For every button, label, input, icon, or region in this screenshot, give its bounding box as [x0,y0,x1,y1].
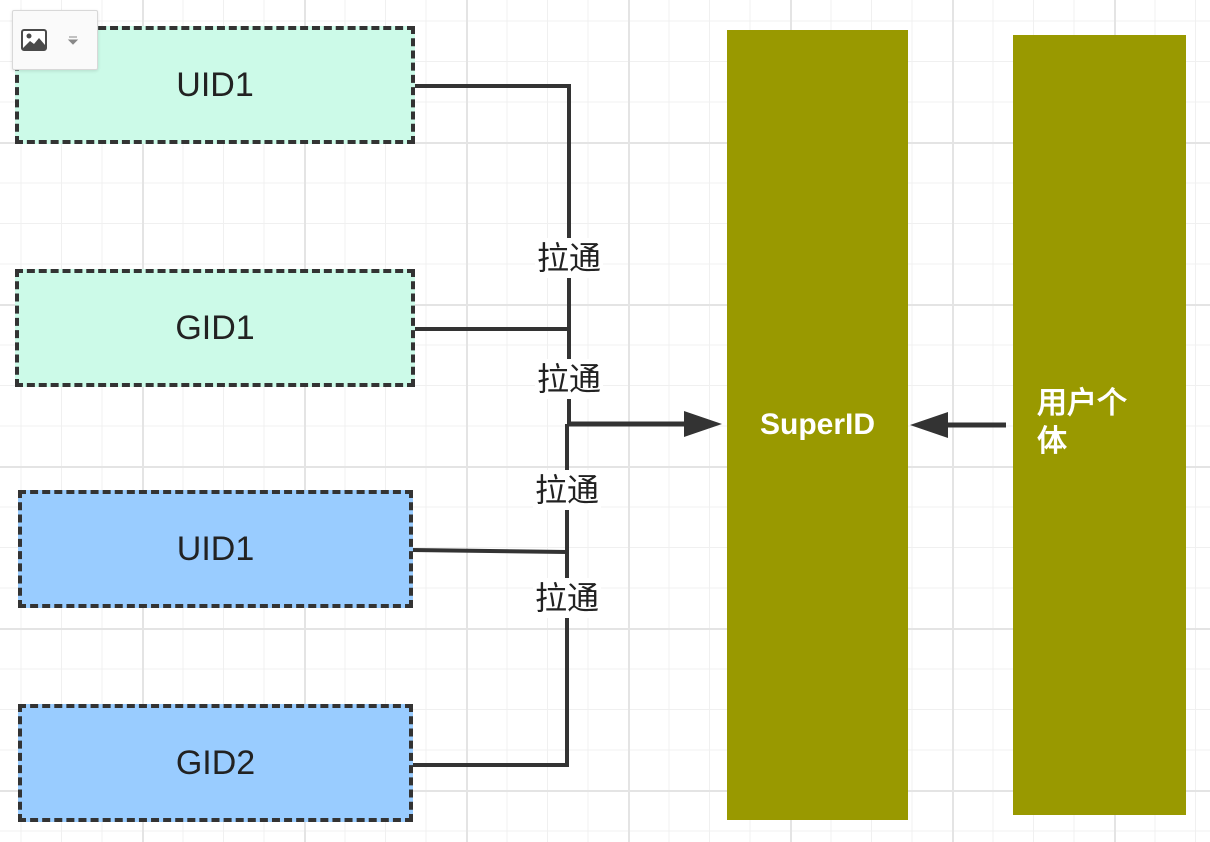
edge-label-4: 拉通 [533,578,602,618]
edge-label-3: 拉通 [533,470,602,510]
node-label: UID1 [176,65,254,104]
image-toolbar-widget[interactable] [12,10,98,70]
connector-uid1-top [414,84,571,424]
connector-gid2 [412,424,569,767]
node-label: GID1 [175,308,255,347]
user-label: 用户个体 [1037,387,1127,458]
superid-block[interactable]: SuperID [727,30,908,820]
chevron-down-icon[interactable] [66,35,80,45]
arrowhead-to-superid [684,411,722,437]
node-uid1-top[interactable]: UID1 [15,26,415,144]
edge-label-2: 拉通 [535,359,604,399]
connector-uid1-bottom [411,548,568,554]
superid-label: SuperID [759,408,876,441]
node-label: UID1 [176,529,255,568]
node-gid1[interactable]: GID1 [15,269,415,387]
node-label: GID2 [175,743,256,782]
node-gid2[interactable]: GID2 [18,704,413,822]
image-icon[interactable] [21,29,47,51]
node-uid1-bottom[interactable]: UID1 [18,490,413,608]
edge-label-1: 拉通 [535,238,604,278]
arrowhead-user-to-superid [910,412,948,438]
user-block[interactable]: 用户个体 [1013,35,1186,815]
